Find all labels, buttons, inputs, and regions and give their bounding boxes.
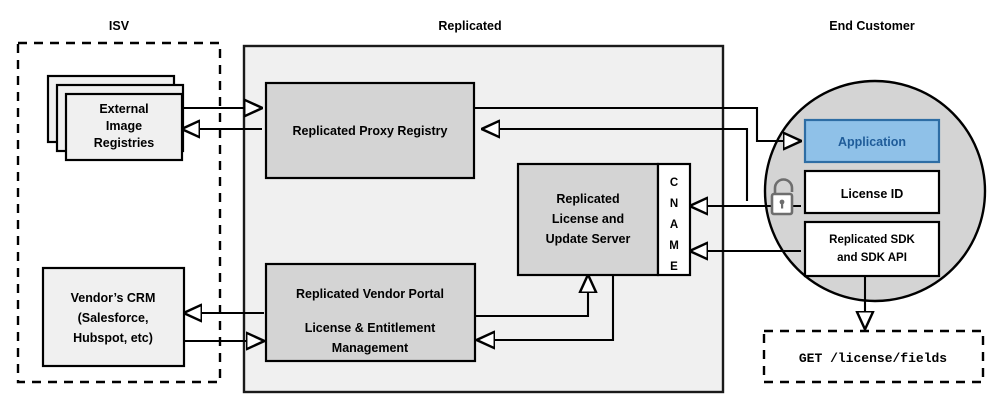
vendor-portal-label-line1: Replicated Vendor Portal <box>296 287 444 301</box>
api-request-label: GET /license/fields <box>799 351 947 366</box>
application-node: Application <box>803 118 941 164</box>
cname-letter-0: C <box>670 177 678 189</box>
vendor-portal-box <box>264 262 477 363</box>
vendor-crm-label-line1: Vendor’s CRM <box>71 291 156 305</box>
connector-portal-to-license-server <box>475 275 588 318</box>
replicated-proxy-registry-node: Replicated Proxy Registry <box>264 81 476 180</box>
registry-stack-front <box>64 92 184 162</box>
replicated-sdk-node: Replicated SDK and SDK API <box>803 220 941 278</box>
proxy-registry-label: Replicated Proxy Registry <box>293 124 448 138</box>
sdk-label-line2: and SDK API <box>837 252 907 264</box>
cname-letter-2: A <box>670 219 678 231</box>
vendor-crm-label-line2: (Salesforce, <box>78 311 149 325</box>
api-request-node: GET /license/fields <box>762 329 985 384</box>
license-id-box <box>803 169 941 215</box>
vendor-crm-label-line3: Hubspot, etc) <box>73 331 153 345</box>
sdk-label-line1: Replicated SDK <box>829 234 915 246</box>
external-image-registries-node: External Image Registries <box>46 74 185 162</box>
vendor-portal-label-line2: License & Entitlement <box>305 321 436 335</box>
registries-label-line3: Registries <box>94 136 154 150</box>
isv-zone-boundary <box>16 41 222 384</box>
replicated-license-update-server-node: Replicated License and Update Server <box>516 162 660 277</box>
api-request-box <box>762 329 985 384</box>
cname-strip: C N A M E <box>656 162 692 277</box>
cname-letter-3: M <box>669 240 679 252</box>
license-server-box <box>516 162 660 277</box>
registries-label-line1: External <box>99 102 148 116</box>
zone-title-isv: ISV <box>109 19 130 33</box>
vendor-crm-box <box>41 266 186 368</box>
sdk-box <box>803 220 941 278</box>
vendor-crm-node: Vendor’s CRM (Salesforce, Hubspot, etc) <box>41 266 186 368</box>
vendor-portal-label-line3: Management <box>332 341 409 355</box>
cname-letter-1: N <box>670 198 678 210</box>
application-box <box>803 118 941 164</box>
connector-proxy-to-application <box>474 106 801 141</box>
cname-box <box>656 162 692 277</box>
license-id-node: License ID <box>803 169 941 215</box>
application-label: Application <box>838 135 906 149</box>
zone-title-end-customer: End Customer <box>829 19 915 33</box>
license-server-label-line3: Update Server <box>546 232 631 246</box>
license-id-label: License ID <box>841 187 904 201</box>
replicated-vendor-portal-node: Replicated Vendor Portal License & Entit… <box>264 262 477 363</box>
license-server-label-line1: Replicated <box>556 192 619 206</box>
zone-title-replicated: Replicated <box>438 19 501 33</box>
connector-license-server-to-portal <box>477 275 615 340</box>
registries-label-line2: Image <box>106 119 142 133</box>
unlock-icon <box>770 178 794 216</box>
connector-application-to-proxy <box>482 129 749 201</box>
cname-letter-4: E <box>670 261 678 273</box>
license-server-label-line2: License and <box>552 212 624 226</box>
proxy-registry-box <box>264 81 476 180</box>
